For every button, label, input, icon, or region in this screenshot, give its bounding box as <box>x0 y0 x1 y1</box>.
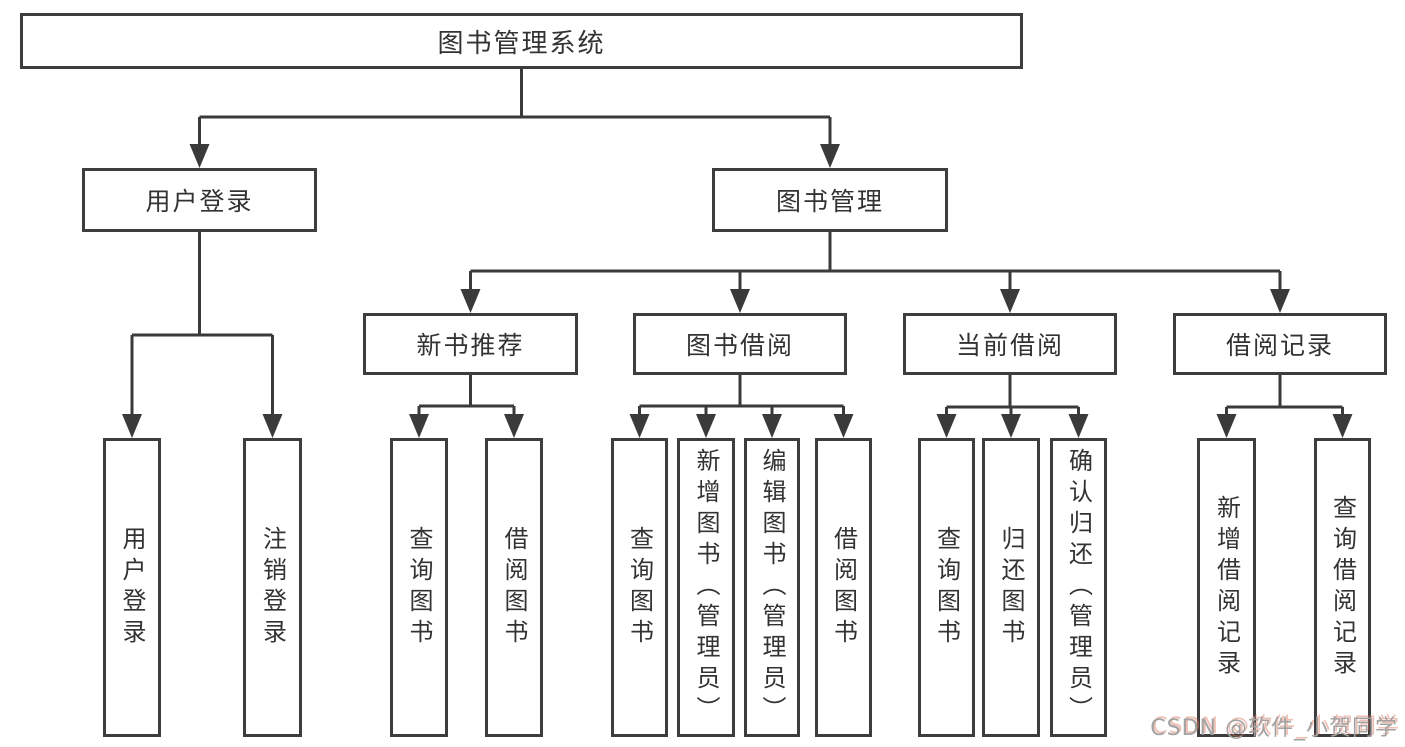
node-mgmt: 图书管理 <box>712 168 948 232</box>
node-rc-query: 查询借阅记录 <box>1314 438 1371 737</box>
arrowhead-bw-add <box>696 414 716 438</box>
node-bw-edit: 编辑图书（管理员） <box>744 438 800 737</box>
node-nb-query: 查询图书 <box>390 438 448 737</box>
node-root: 图书管理系统 <box>20 13 1023 69</box>
arrowhead-cu-query <box>936 414 957 438</box>
node-nb-borrow: 借阅图书 <box>485 438 543 737</box>
arrowhead-borrow <box>730 289 750 313</box>
node-login: 用户登录 <box>82 168 317 232</box>
arrowhead-bw-borrow <box>833 414 854 438</box>
arrowhead-nb-borrow <box>504 414 524 438</box>
node-bw-query: 查询图书 <box>611 438 668 737</box>
arrowhead-nb-query <box>409 414 429 438</box>
node-user-login: 用户登录 <box>103 438 161 737</box>
node-bw-add: 新增图书（管理员） <box>677 438 735 737</box>
arrowhead-bw-query <box>629 414 650 438</box>
arrowhead-mgmt <box>820 144 840 168</box>
arrowhead-records <box>1270 289 1290 313</box>
arrowhead-current <box>1000 289 1020 313</box>
arrowhead-bw-edit <box>762 414 782 438</box>
connector-login <box>122 232 283 438</box>
arrowhead-logout <box>262 414 283 438</box>
node-cu-query: 查询图书 <box>918 438 975 737</box>
connector-records <box>1216 375 1353 438</box>
arrowhead-newbook <box>460 289 481 313</box>
arrowhead-user-login <box>122 414 142 438</box>
node-records: 借阅记录 <box>1173 313 1387 375</box>
node-newbook: 新书推荐 <box>363 313 578 375</box>
arrowhead-cu-return <box>1001 414 1021 438</box>
node-rc-add: 新增借阅记录 <box>1197 438 1256 737</box>
connector-borrow <box>629 375 854 438</box>
arrowhead-login <box>189 144 210 168</box>
node-logout: 注销登录 <box>243 438 302 737</box>
node-cu-return: 归还图书 <box>982 438 1040 737</box>
node-borrow: 图书借阅 <box>633 313 847 375</box>
connector-current <box>936 375 1089 438</box>
node-bw-borrow: 借阅图书 <box>815 438 872 737</box>
arrowhead-rc-add <box>1216 414 1237 438</box>
node-cu-confirm: 确认归还（管理员） <box>1050 438 1107 737</box>
watermark: CSDN @软件_小贺同学 <box>1150 716 1398 741</box>
connector-root <box>189 69 840 168</box>
node-current: 当前借阅 <box>903 313 1117 375</box>
connector-newbook <box>409 375 524 438</box>
arrowhead-rc-query <box>1332 414 1353 438</box>
arrowhead-cu-confirm <box>1068 414 1089 438</box>
connector-mgmt <box>460 232 1290 313</box>
